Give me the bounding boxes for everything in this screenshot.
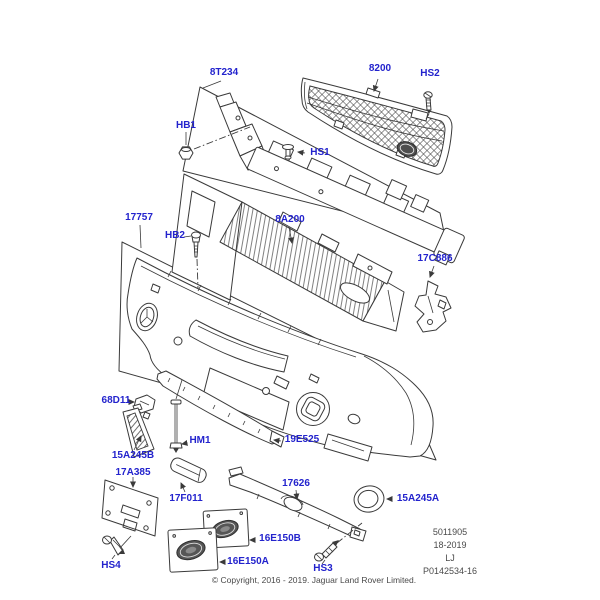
license-plate-bracket-drawing <box>101 479 159 537</box>
part-label-17a385[interactable]: 17A385 <box>115 467 151 478</box>
part-label-hm1[interactable]: HM1 <box>189 435 211 446</box>
badge-plate-a-drawing <box>167 527 219 573</box>
part-label-hs2[interactable]: HS2 <box>420 68 440 79</box>
part-label-17757[interactable]: 17757 <box>125 212 153 223</box>
vent-grille-drawing <box>122 403 155 458</box>
part-label-hs3[interactable]: HS3 <box>313 563 333 574</box>
lower-valance-drawing <box>228 466 367 542</box>
fog-bezel-ring-drawing <box>353 485 385 513</box>
catalog-number: 5011905 <box>432 527 468 537</box>
part-label-16e150a[interactable]: 16E150A <box>227 556 269 567</box>
copyright-notice: © Copyright, 2016 - 2019. Jaguar Land Ro… <box>211 575 417 585</box>
bolt-hb2-drawing <box>191 231 201 289</box>
leader-lines <box>111 78 435 565</box>
screw-hs4-drawing <box>102 535 132 556</box>
center-intake-opening <box>188 319 289 373</box>
tow-eye-cover-recess <box>323 433 373 462</box>
part-label-hs4[interactable]: HS4 <box>101 560 121 571</box>
part-label-68d11[interactable]: 68D11 <box>101 395 131 406</box>
illustration-code: P0142534-16 <box>422 566 478 576</box>
right-fog-lamp-opening <box>296 392 330 426</box>
impact-absorber-drawing <box>215 92 465 266</box>
reinforcement-beam-drawing <box>171 173 405 332</box>
grille-mount-tab <box>410 108 429 122</box>
part-label-hs1[interactable]: HS1 <box>310 147 330 158</box>
part-label-17c886[interactable]: 17C886 <box>417 253 453 264</box>
reference-block: 5011905 18-2019 LJ P0142534-16 <box>423 526 477 578</box>
nut-hb1-drawing <box>178 146 194 160</box>
clip-hs1-drawing <box>282 144 294 160</box>
pin-hm1-drawing <box>169 379 183 453</box>
part-label-19e525[interactable]: 19E525 <box>284 434 320 445</box>
box-17757 <box>118 241 437 461</box>
part-label-15a245a[interactable]: 15A245A <box>396 493 440 504</box>
screw-hs3-drawing <box>314 522 363 562</box>
part-label-8t234[interactable]: 8T234 <box>209 67 239 78</box>
grille-badge <box>396 141 418 157</box>
part-label-15a245b[interactable]: 15A245B <box>111 450 155 461</box>
left-fog-lamp-opening <box>136 302 158 332</box>
part-label-17f011[interactable]: 17F011 <box>169 493 203 504</box>
part-label-17626[interactable]: 17626 <box>282 478 310 489</box>
bumper-bracket-drawing <box>414 280 452 333</box>
model-code: LJ <box>445 553 455 563</box>
screw-hs2-drawing <box>423 91 433 120</box>
grille-drawing <box>300 77 453 175</box>
part-label-16e150b[interactable]: 16E150B <box>259 533 301 544</box>
model-year-range: 18-2019 <box>433 540 467 550</box>
part-label-8200[interactable]: 8200 <box>368 63 392 74</box>
bumper-cover-drawing <box>126 257 434 462</box>
part-label-8a200[interactable]: 8A200 <box>275 214 305 225</box>
part-label-hb2[interactable]: HB2 <box>164 230 186 241</box>
part-label-hb1[interactable]: HB1 <box>175 120 197 131</box>
tow-hook-cover-drawing <box>170 457 207 483</box>
